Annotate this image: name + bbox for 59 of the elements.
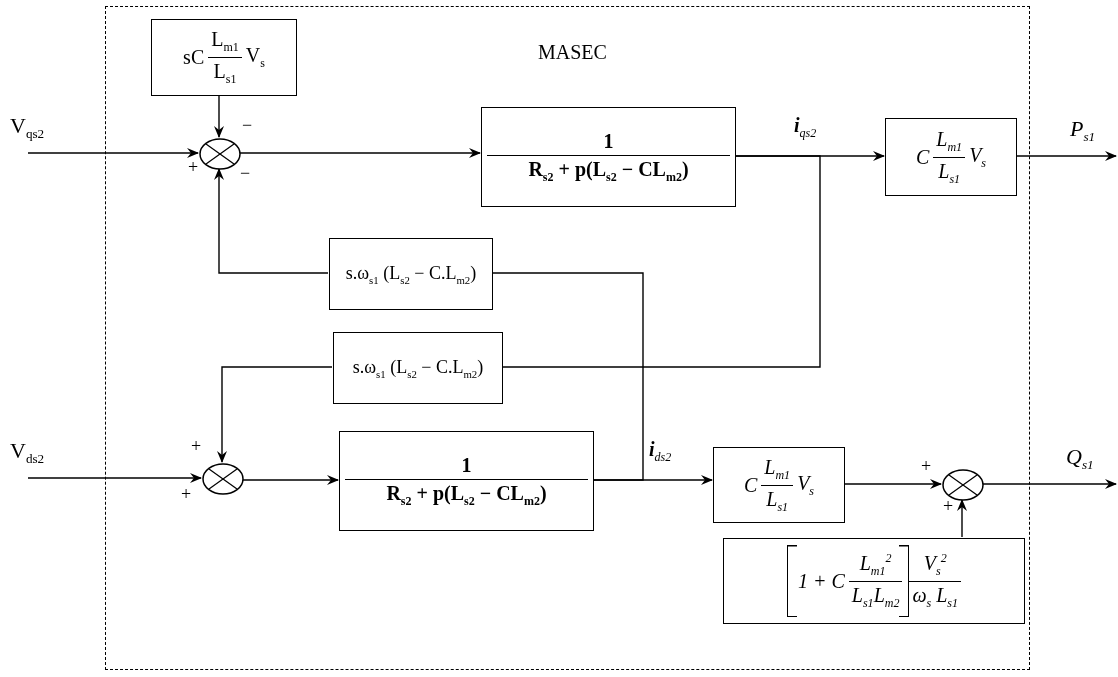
denominator: ω$_{s}$ L$_{s1}$ <box>909 580 961 611</box>
signal-arrow <box>214 168 329 274</box>
sign-label: + <box>181 485 192 503</box>
signal-name: Q$_{s1}$ <box>1066 446 1094 472</box>
signal-arrow <box>843 479 942 489</box>
denominator: L$_{s1}$ <box>933 156 966 187</box>
dashed-boundary <box>105 6 1030 670</box>
signal-arrow <box>217 366 333 463</box>
sign-label: − <box>242 116 253 134</box>
gain-factor: C <box>915 145 931 169</box>
signal-arrow <box>957 499 967 538</box>
sign-label: + <box>188 158 199 176</box>
summing-junction <box>942 469 984 501</box>
transfer-block <box>329 238 493 310</box>
gain-factor: V$_{s}$ <box>968 143 987 171</box>
signal-arrow <box>242 475 339 485</box>
signal-arrow <box>27 473 202 483</box>
numerator: L$_{m1}$ <box>763 455 792 484</box>
block-title: MASEC <box>538 41 607 64</box>
signal-arrow <box>27 148 199 158</box>
signal-name: V$_{ds2}$ <box>10 440 45 466</box>
transfer-block <box>151 19 297 96</box>
signal-name: P$_{s1}$ <box>1070 118 1096 144</box>
signal-line <box>491 272 644 481</box>
transfer-block <box>723 538 1025 624</box>
gain-factor: C <box>743 473 759 497</box>
sign-label: + <box>191 437 202 455</box>
sign-label: − <box>240 164 251 182</box>
signal-arrow <box>982 479 1117 489</box>
gain-factor: sC <box>182 46 206 69</box>
denominator: R$_{s2}$ + p(L$_{s2}$ − CL$_{m2}$) <box>345 478 588 509</box>
gain-factor: V$_{s}$ <box>796 471 815 499</box>
signal-line <box>501 155 821 368</box>
transfer-block <box>339 431 594 531</box>
numerator: 1 <box>460 453 473 478</box>
transfer-block <box>713 447 845 523</box>
denominator: L$_{s1}$L$_{m2}$ <box>848 580 903 611</box>
signal-arrow <box>1015 151 1117 161</box>
transfer-function: s.ω$_{s1}$ (L$_{s2}$ − C.L$_{m2}$) <box>345 262 477 286</box>
numerator: L$_{m1}$ <box>935 127 964 156</box>
signal-arrow <box>214 94 224 138</box>
signal-name: V$_{qs2}$ <box>10 115 45 141</box>
denominator: L$_{s1}$ <box>761 484 794 515</box>
transfer-block <box>333 332 503 404</box>
denominator: L$_{s1}$ <box>208 57 242 87</box>
sign-label: + <box>943 497 954 515</box>
transfer-function: s.ω$_{s1}$ (L$_{s2}$ − C.L$_{m2}$) <box>352 356 484 380</box>
gain-factor: V$_{s}$ <box>244 44 266 71</box>
summing-junction <box>202 463 244 495</box>
transfer-block <box>885 118 1017 196</box>
edge-label: i$_{qs2}$ <box>792 114 819 141</box>
numerator: 1 <box>602 129 615 154</box>
denominator: R$_{s2}$ + p(L$_{s2}$ − CL$_{m2}$) <box>487 154 730 185</box>
sign-label: + <box>921 457 932 475</box>
numerator: L$_{m1}$ <box>210 28 240 57</box>
summing-junction <box>199 138 241 170</box>
gain-factor: 1 + C <box>797 569 846 593</box>
transfer-block <box>481 107 736 207</box>
signal-arrow <box>239 148 481 158</box>
